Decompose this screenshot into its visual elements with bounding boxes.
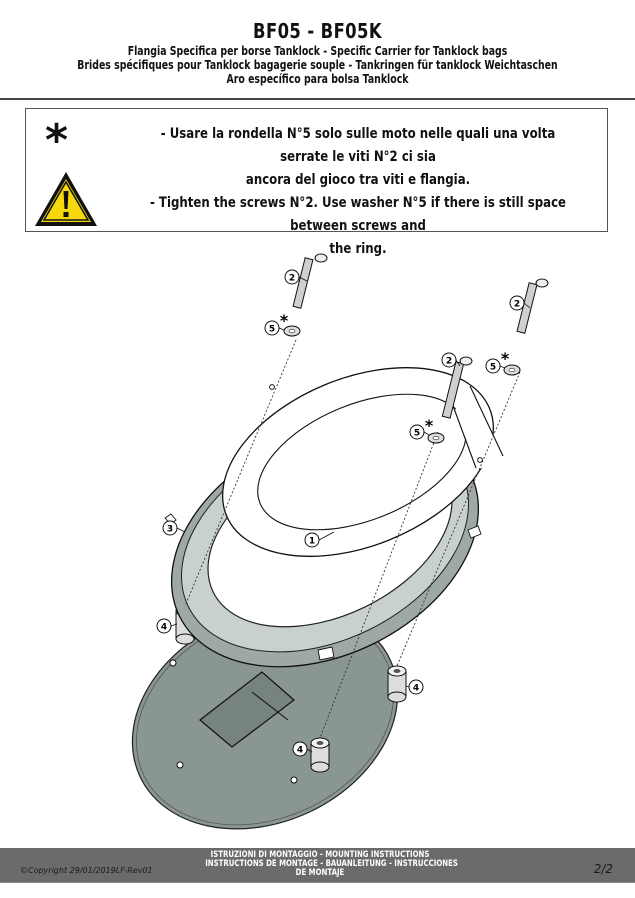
asterisk-mark: * — [280, 311, 289, 330]
footer-line: ISTRUZIONI DI MONTAGGIO - MOUNTING INSTR… — [210, 850, 430, 860]
header-divider — [0, 98, 635, 100]
warning-line: - Tighten the screws N°2. Use washer N°5… — [149, 195, 567, 234]
warning-notes: - Usare la rondella N°5 solo sulle moto … — [108, 123, 608, 261]
subtitle-line: Flangia Specifica per borse Tanklock - S… — [127, 44, 508, 58]
spacer-bottom — [310, 737, 330, 773]
footer-line: DE MONTAJE — [295, 868, 345, 878]
assembly-guide-lines — [184, 339, 521, 739]
screw-left — [292, 253, 328, 309]
asterisk-mark: * — [425, 416, 434, 435]
callout-screw-center: 2 — [446, 357, 452, 367]
warning-line: - Usare la rondella N°5 solo sulle moto … — [160, 126, 556, 165]
callout-spacer-right: 4 — [413, 684, 419, 694]
warning-line: ancora del gioco tra viti e flangia. — [245, 172, 471, 188]
callout-ring: 1 — [309, 537, 315, 547]
subtitle-line: Aro específico para bolsa Tanklock — [226, 72, 409, 86]
footer-bar: ©Copyright 29/01/2019LF-Rev01 ISTRUZIONI… — [0, 848, 635, 882]
exploded-assembly-diagram: 2 2 2 5 * 5 * 5 * 1 3 4 4 4 — [131, 253, 549, 830]
callout-spacer-bottom: 4 — [297, 746, 303, 756]
callout-washer-left: 5 — [269, 325, 275, 335]
subtitle-line: Brides spécifiques pour Tanklock bagager… — [77, 58, 558, 72]
washer-left — [283, 325, 301, 337]
footer-instructions: ISTRUZIONI DI MONTAGGIO - MOUNTING INSTR… — [180, 851, 460, 878]
document-header: BF05 - BF05K Flangia Specifica per borse… — [0, 18, 635, 86]
callout-screw-right: 2 — [514, 300, 520, 310]
callout-spacer-left: 4 — [161, 623, 167, 633]
warning-line: the ring. — [329, 241, 387, 257]
warning-box: * - Usare la rondella N°5 solo sulle mot… — [25, 108, 608, 257]
callout-screw-left: 2 — [289, 274, 295, 284]
footer-line: INSTRUCTIONS DE MONTAGE - BAUANLEITUNG -… — [205, 859, 458, 869]
spacer-right — [387, 665, 407, 703]
screw-center — [441, 356, 473, 419]
callout-flange: 3 — [167, 525, 173, 535]
callout-washer-right: 5 — [490, 363, 496, 373]
asterisk-mark: * — [501, 349, 510, 368]
bottom-rule — [0, 882, 635, 883]
warning-triangle-icon — [35, 172, 97, 226]
page-number: 2/2 — [593, 862, 613, 876]
copyright-text: ©Copyright 29/01/2019LF-Rev01 — [20, 866, 153, 875]
washer-right — [503, 364, 521, 376]
document-title: BF05 - BF05K — [253, 19, 382, 43]
screw-right — [516, 278, 549, 334]
tank-base-plate — [131, 606, 399, 830]
washer-center — [427, 432, 445, 444]
asterisk-symbol: * — [45, 115, 69, 166]
callout-washer-center: 5 — [414, 429, 420, 439]
callouts: 2 2 2 5 * 5 * 5 * 1 3 4 4 4 — [156, 269, 531, 757]
